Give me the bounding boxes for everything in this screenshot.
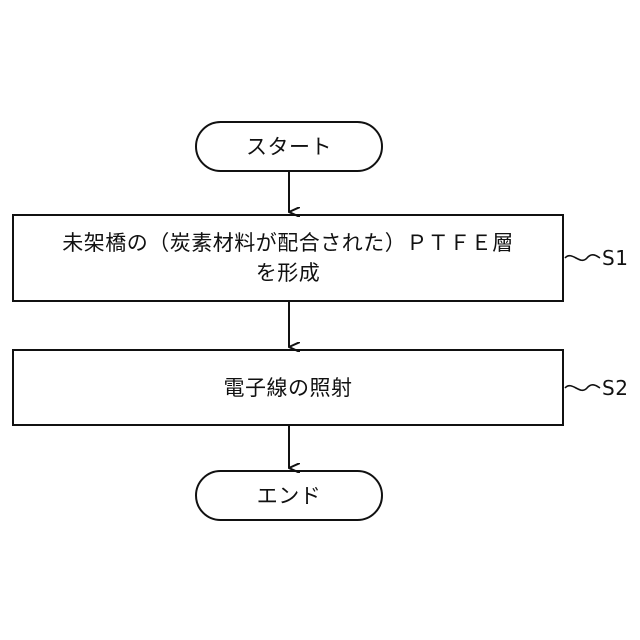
leader-line-s2 — [565, 385, 600, 390]
step-label-s2: S2 — [602, 376, 628, 400]
leader-line-s1 — [565, 255, 600, 260]
step-label-s1: S1 — [602, 246, 628, 270]
